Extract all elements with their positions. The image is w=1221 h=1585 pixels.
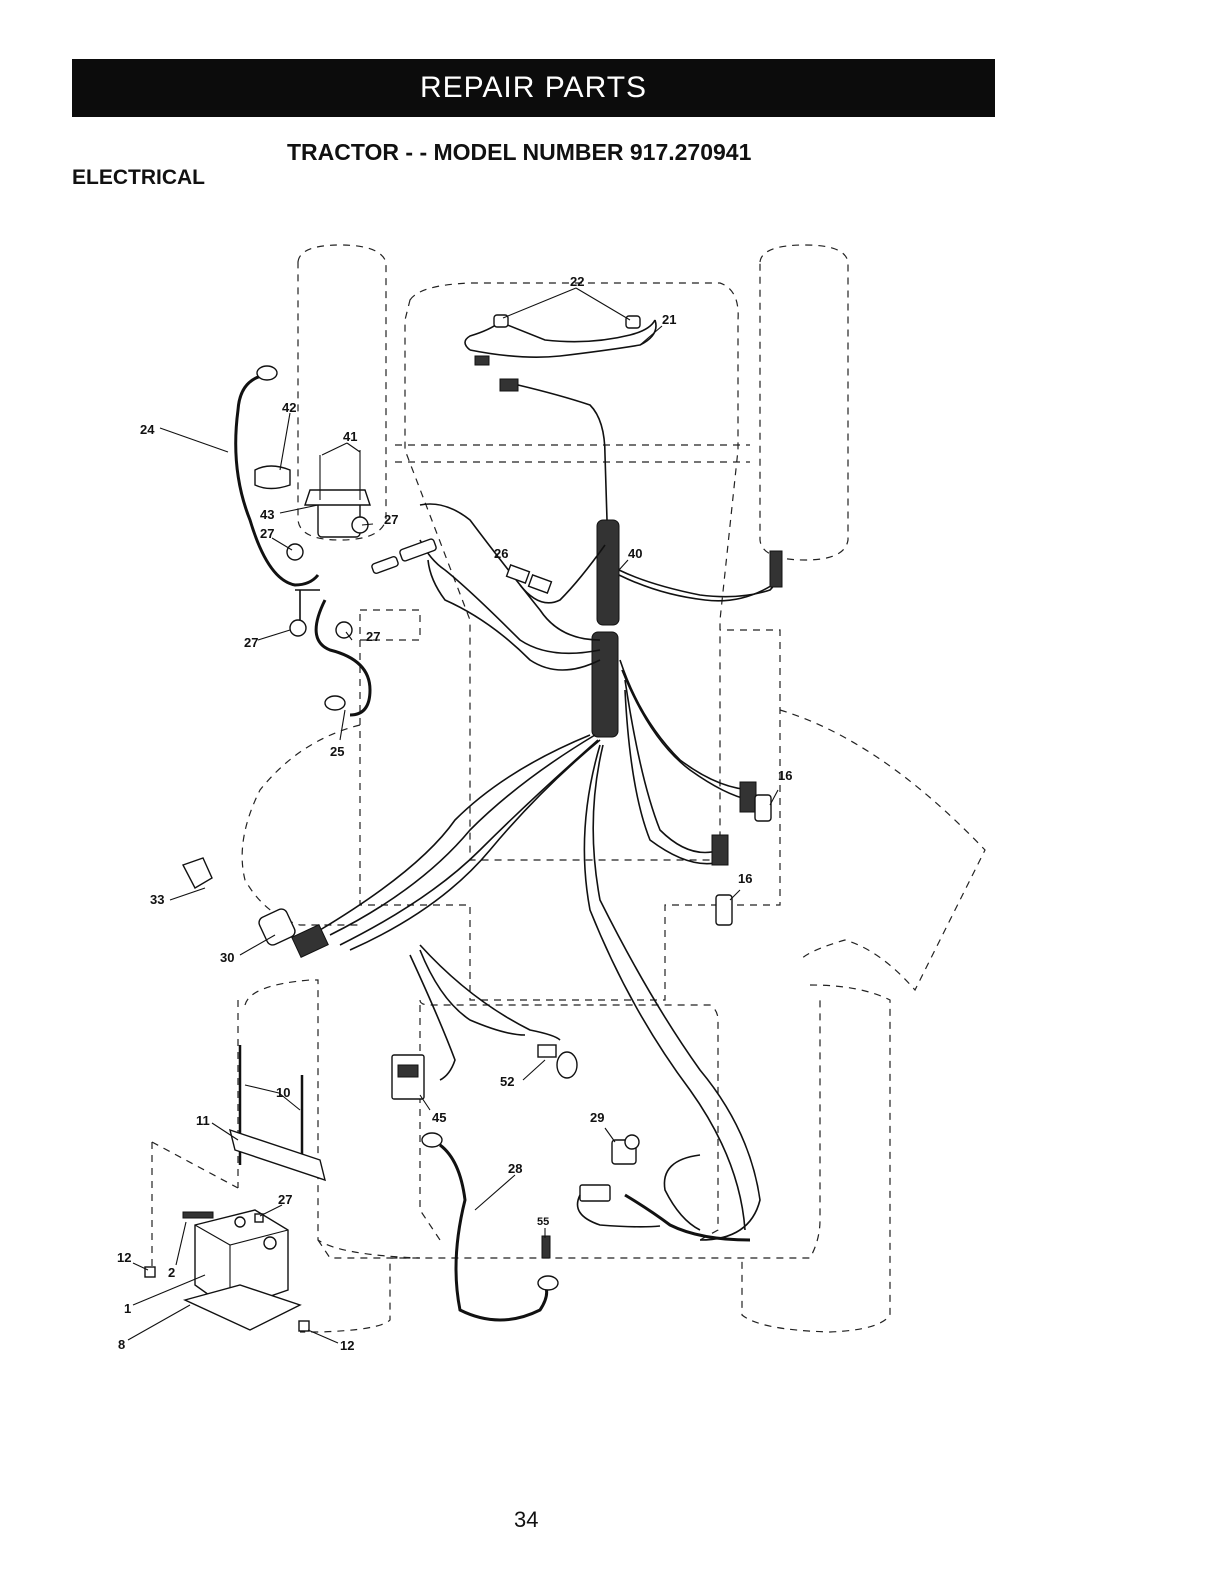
callout-16-a: 16 <box>778 768 792 783</box>
callout-10: 10 <box>276 1085 290 1100</box>
callout-28: 28 <box>508 1161 522 1176</box>
nut-12-right <box>299 1321 309 1331</box>
connector-26 <box>507 565 552 593</box>
headlight-harness <box>465 315 656 520</box>
switch-connector-upper <box>740 782 756 812</box>
ground-cable-28 <box>440 1145 547 1320</box>
callout-12-a: 12 <box>117 1250 131 1265</box>
callout-29: 29 <box>590 1110 604 1125</box>
battery-holddown-11 <box>230 1130 325 1180</box>
seat-switch-connector-29 <box>580 1185 610 1201</box>
callout-43: 43 <box>260 507 274 522</box>
light-bulb-52 <box>557 1052 577 1078</box>
callout-42: 42 <box>282 400 296 415</box>
rear-components <box>422 1133 750 1320</box>
callout-21: 21 <box>662 312 676 327</box>
callout-33: 33 <box>150 892 164 907</box>
battery-bolt-2 <box>183 1212 213 1218</box>
nut-12-left <box>145 1267 155 1277</box>
callout-27-b: 27 <box>384 512 398 527</box>
nut-27-d <box>336 622 352 638</box>
main-harness <box>320 504 782 1240</box>
callout-41: 41 <box>343 429 357 444</box>
light-socket-52 <box>538 1045 556 1057</box>
callout-1: 1 <box>124 1301 131 1316</box>
cable-24-terminal <box>257 366 277 380</box>
callout-30: 30 <box>220 950 234 965</box>
battery-group <box>145 1045 325 1331</box>
safety-switch-16-upper <box>755 795 771 821</box>
safety-switch-16-lower <box>716 895 732 925</box>
cable-25-terminal <box>325 696 345 710</box>
frame-crossbar-outline <box>395 445 750 462</box>
ignition-switch-body <box>257 907 297 947</box>
callout-24: 24 <box>140 422 155 437</box>
right-fender-outline <box>780 710 985 990</box>
headlight-bulb-right <box>626 316 640 328</box>
headlight-connector-b <box>500 379 518 391</box>
callout-22: 22 <box>570 274 584 289</box>
leader-lines <box>128 288 778 1343</box>
conduit-upper <box>597 520 619 625</box>
hood-outline <box>405 283 738 860</box>
ignition-key <box>183 858 212 888</box>
rear-right-wheel-outline <box>742 985 890 1332</box>
inline-fuse <box>371 556 399 574</box>
nut-27-a <box>287 544 303 560</box>
page-number: 34 <box>514 1507 538 1533</box>
coiled-wire <box>625 1195 750 1240</box>
ignition-components <box>183 858 328 957</box>
headlight-connector-a <box>475 356 489 365</box>
callout-40: 40 <box>628 546 642 561</box>
callout-27-c: 27 <box>244 635 258 650</box>
callout-12-b: 12 <box>340 1338 354 1353</box>
callout-2: 2 <box>168 1265 175 1280</box>
nut-27-c <box>290 620 306 636</box>
solenoid-boot-42 <box>255 466 290 489</box>
switch-connector-lower <box>712 835 728 865</box>
callout-27-a: 27 <box>260 526 274 541</box>
callout-16-b: 16 <box>738 871 752 886</box>
callout-labels: 22 21 24 42 41 43 27 27 27 27 26 40 25 1… <box>117 274 792 1353</box>
front-right-wheel-outline <box>760 245 848 560</box>
callout-55: 55 <box>537 1216 549 1228</box>
dash-components <box>392 1045 577 1099</box>
callout-26: 26 <box>494 546 508 561</box>
cable-28-terminal-top <box>422 1133 442 1147</box>
callout-45: 45 <box>432 1110 446 1125</box>
conduit-lower <box>592 632 618 737</box>
tractor-outline <box>152 245 985 1332</box>
seat-deck-outline <box>360 610 780 1000</box>
callout-25: 25 <box>330 744 344 759</box>
seat-switch-connector <box>770 551 782 587</box>
ignition-switch-plug <box>292 925 328 958</box>
callout-27-e: 27 <box>278 1192 292 1207</box>
cable-28-terminal-bottom <box>538 1276 558 1290</box>
callout-11: 11 <box>196 1113 210 1128</box>
solenoid-cable-25 <box>316 600 370 715</box>
callout-27-d: 27 <box>366 629 380 644</box>
bolt-55 <box>542 1236 550 1258</box>
callout-52: 52 <box>500 1074 514 1089</box>
callout-8: 8 <box>118 1337 125 1352</box>
